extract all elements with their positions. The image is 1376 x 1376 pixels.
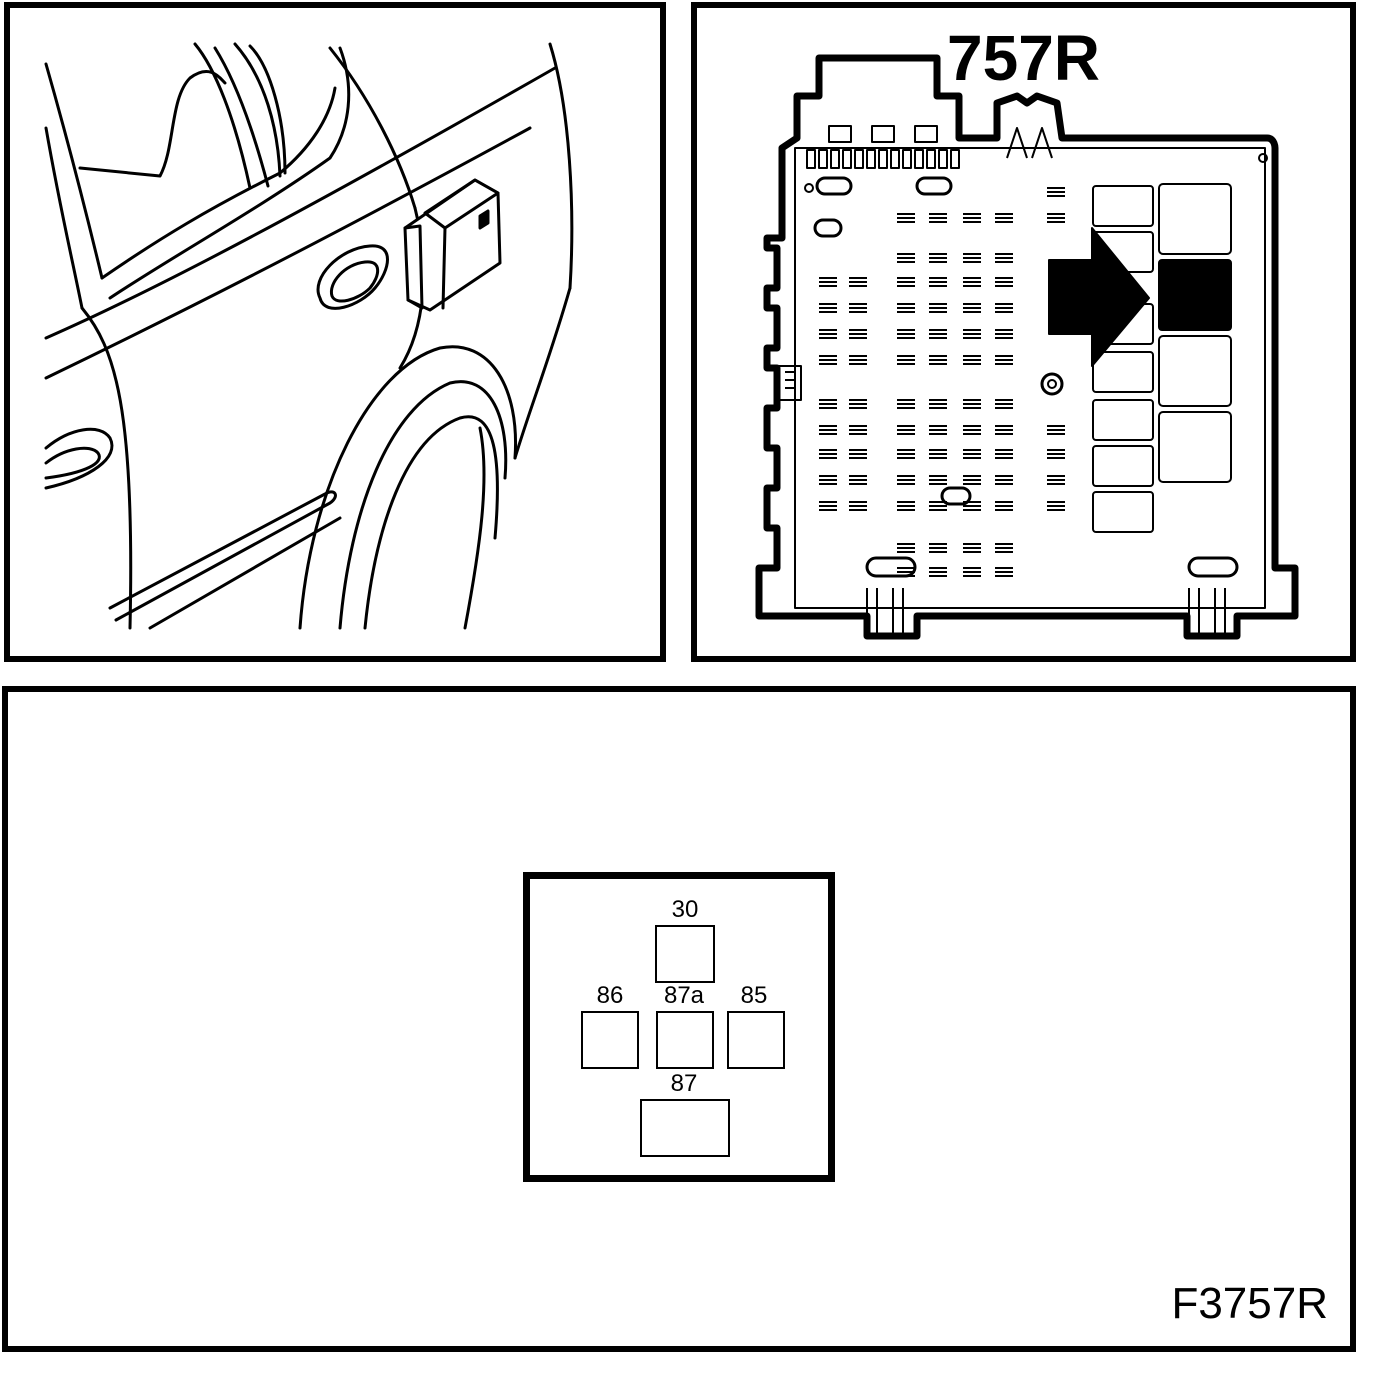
pin-30 bbox=[655, 925, 715, 983]
pin-87a bbox=[656, 1011, 714, 1069]
pin-86-label: 86 bbox=[596, 982, 624, 1009]
pin-85-label: 85 bbox=[740, 982, 768, 1009]
pin-87-label: 87 bbox=[670, 1070, 698, 1097]
relay-pinout-panel: 30 86 87a 85 87 F3757R bbox=[2, 686, 1356, 1352]
relay-box-panel: 757R bbox=[691, 2, 1356, 662]
vehicle-location-panel bbox=[4, 2, 666, 662]
arrow-icon bbox=[1048, 227, 1150, 367]
figure-code: F3757R bbox=[1171, 1279, 1328, 1328]
pin-30-label: 30 bbox=[671, 896, 699, 923]
pin-87a-label: 87a bbox=[663, 982, 705, 1009]
pin-87 bbox=[640, 1099, 730, 1157]
pin-85 bbox=[727, 1011, 785, 1069]
relay-box-diagram bbox=[755, 54, 1299, 640]
relay-id-label: 757R bbox=[947, 22, 1100, 94]
vehicle-side-illustration bbox=[44, 42, 574, 630]
relay-pinout-diagram: 30 86 87a 85 87 bbox=[523, 872, 835, 1182]
pin-86 bbox=[581, 1011, 639, 1069]
highlighted-relay-slot bbox=[1158, 259, 1232, 331]
